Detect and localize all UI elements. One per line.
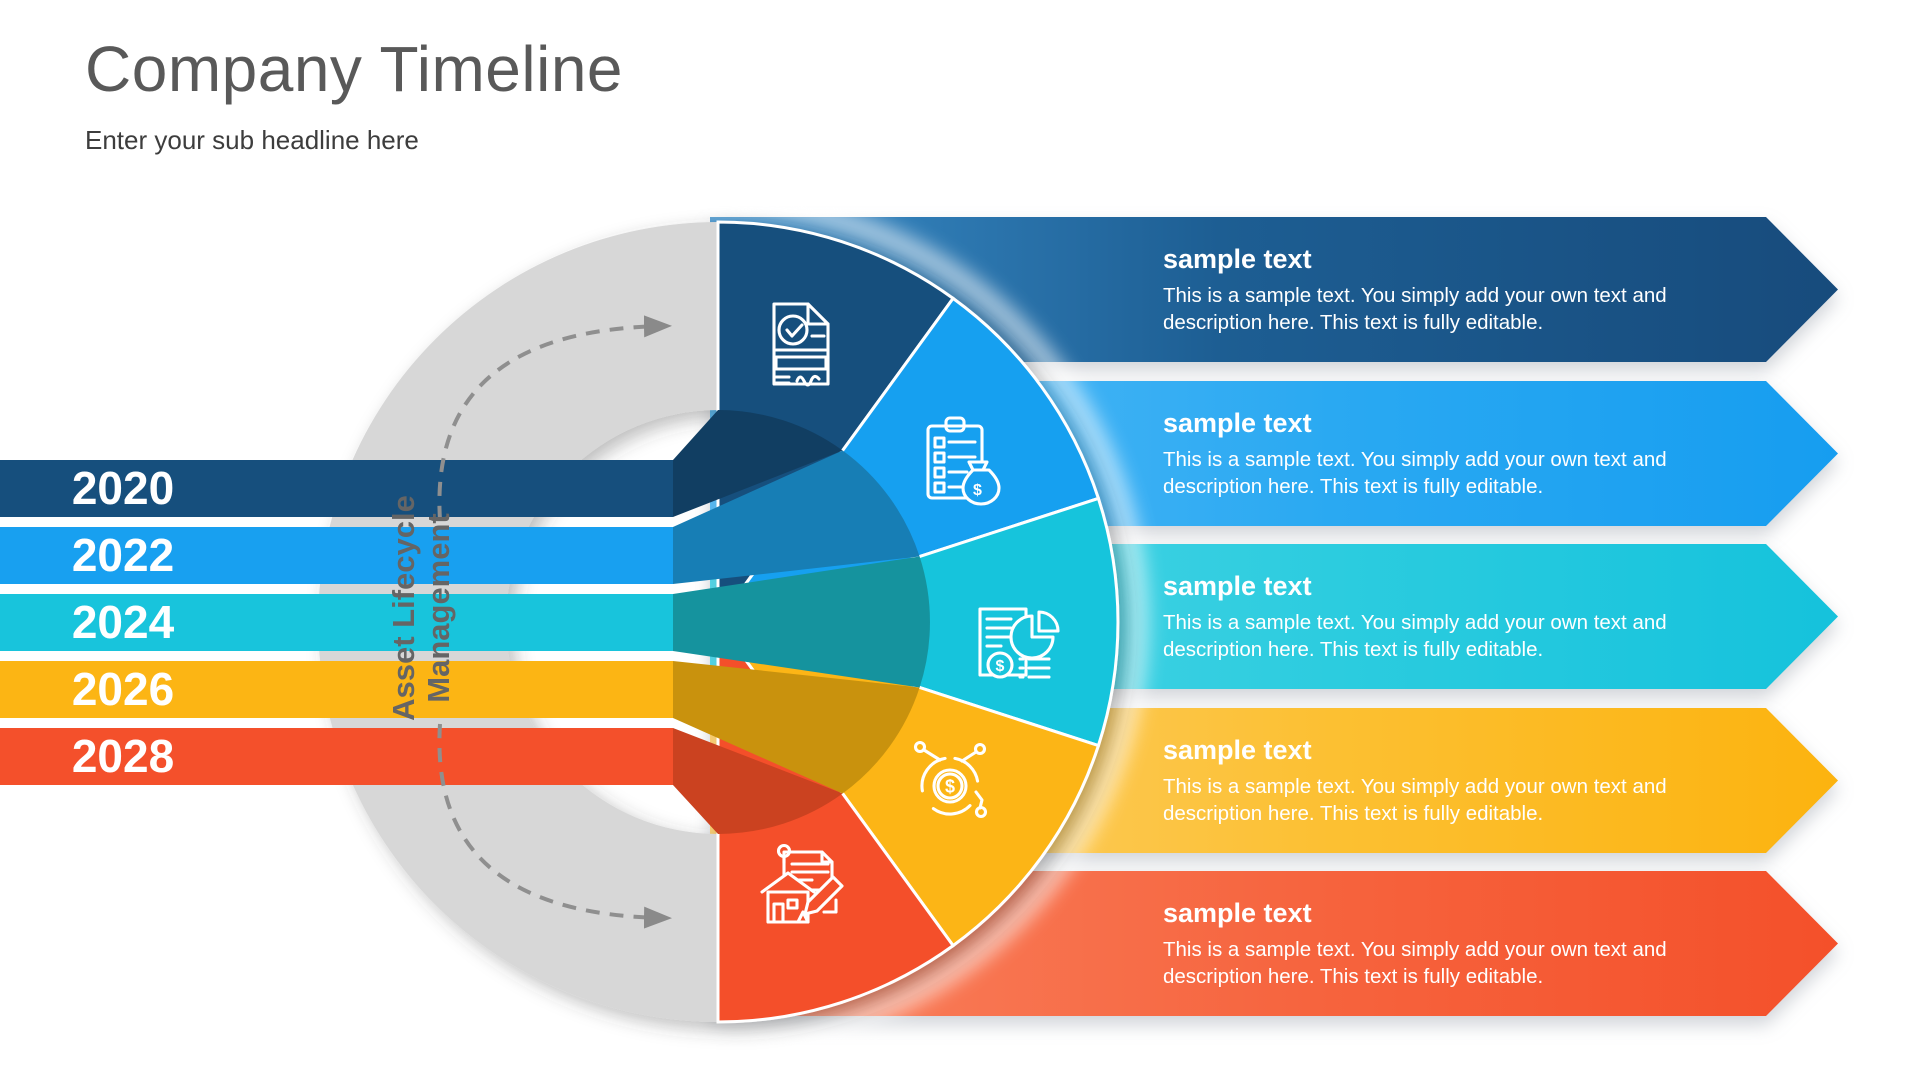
- year-bar-2028: [0, 728, 673, 785]
- banner-row-2024: sample text This is a sample text. You s…: [710, 544, 1840, 689]
- year-bar-2026: [0, 661, 673, 718]
- year-label-2028: 2028: [72, 730, 174, 782]
- year-label-2022: 2022: [72, 529, 174, 581]
- banner-heading: sample text: [1163, 897, 1312, 928]
- banner-heading: sample text: [1163, 407, 1312, 438]
- banner-row-2022: sample text This is a sample text. You s…: [710, 381, 1840, 526]
- banner-arrow-shape: sample text This is a sample text. You s…: [710, 871, 1838, 1016]
- year-label-2020: 2020: [72, 462, 174, 514]
- dashed-arc-arrow-up-icon: [437, 315, 672, 521]
- banner-body: This is a sample text. You simply add yo…: [1163, 774, 1667, 825]
- banner-body: This is a sample text. You simply add yo…: [1163, 937, 1667, 988]
- banner-arrow-shape: sample text This is a sample text. You s…: [710, 217, 1838, 362]
- banner-heading: sample text: [1163, 243, 1312, 274]
- banner-row-2026: sample text This is a sample text. You s…: [710, 708, 1840, 853]
- page-title: Company Timeline: [85, 33, 623, 105]
- slide-header: Company Timeline Enter your sub headline…: [85, 33, 623, 156]
- banner-row-2020: sample text This is a sample text. You s…: [710, 217, 1840, 362]
- banner-heading: sample text: [1163, 570, 1312, 601]
- hub-label-line1: Asset Lifecycle: [386, 495, 421, 721]
- dashed-arc-arrow-down-icon: [437, 723, 672, 929]
- hub-label-line2: Management: [421, 513, 456, 702]
- gray-lifecycle-ring: [318, 222, 718, 1022]
- banner-arrow-shape: sample text This is a sample text. You s…: [710, 381, 1838, 526]
- hub-label: Asset Lifecycle Management: [386, 495, 456, 721]
- year-label-2024: 2024: [72, 596, 175, 648]
- banner-row-2028: sample text This is a sample text. You s…: [710, 871, 1840, 1016]
- banner-arrow-shape: sample text This is a sample text. You s…: [710, 708, 1838, 853]
- year-label-2026: 2026: [72, 663, 174, 715]
- year-bar-2024: [0, 594, 673, 651]
- year-bar-2020: [0, 460, 673, 517]
- banner-body: This is a sample text. You simply add yo…: [1163, 283, 1667, 334]
- banner-arrow-shape: sample text This is a sample text. You s…: [710, 544, 1838, 689]
- banner-body: This is a sample text. You simply add yo…: [1163, 610, 1667, 661]
- banner-body: This is a sample text. You simply add yo…: [1163, 447, 1667, 498]
- year-bar-2022: [0, 527, 673, 584]
- banner-heading: sample text: [1163, 734, 1312, 765]
- page-subtitle: Enter your sub headline here: [85, 125, 419, 156]
- year-bars: 2020 2022 2024 2026 2028: [0, 460, 673, 785]
